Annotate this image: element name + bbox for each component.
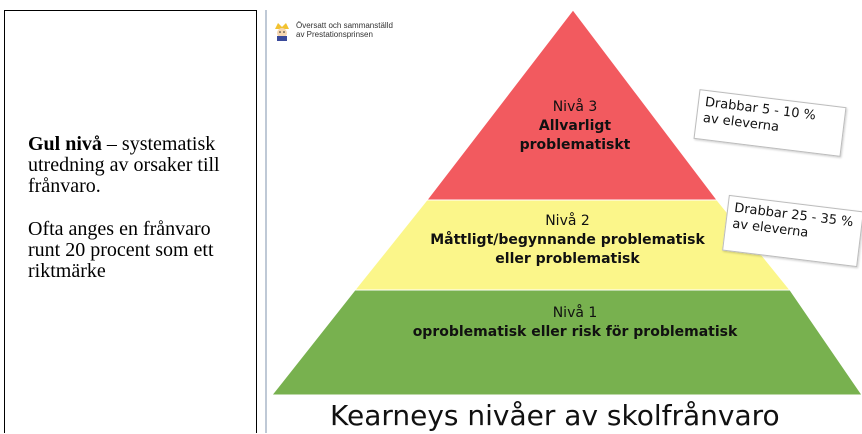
left-description: Gul nivå – systematisk utredning av orsa…: [28, 134, 243, 304]
level-2-line-2: eller problematisk: [495, 251, 640, 267]
left-text-cell: [4, 10, 257, 433]
credit-line-1: Översatt och sammanställd: [296, 21, 393, 30]
yellow-level-heading: Gul nivå: [28, 133, 102, 155]
credit-block: Översatt och sammanställd av Prestations…: [272, 21, 393, 41]
level-3-line-1: Allvarligt: [538, 118, 612, 134]
level-1-text: Nivå 1 oproblematisk eller risk för prob…: [380, 304, 770, 342]
level-1-line-1: oproblematisk eller risk för problematis…: [412, 324, 738, 340]
yellow-level-description: – systematisk utredning av orsaker till …: [28, 133, 220, 197]
prince-icon: [275, 23, 289, 41]
credit-line-2: av Prestationsprinsen: [296, 30, 373, 39]
level-2-text: Nivå 2 Måttligt/begynnande problematisk …: [395, 212, 740, 269]
level-1-name: Nivå 1: [552, 305, 598, 321]
level-3-text: Nivå 3 Allvarligt problematiskt: [480, 98, 670, 155]
absence-guideline-text: Ofta anges en frånvaro runt 20 procent s…: [28, 218, 214, 282]
diagram-title: Kearneys nivåer av skolfrånvaro: [330, 399, 780, 432]
level-3-line-2: problematiskt: [519, 137, 631, 153]
level-2-line-1: Måttligt/begynnande problematisk: [430, 232, 705, 248]
level-3-name: Nivå 3: [552, 99, 598, 115]
level-2-name: Nivå 2: [545, 213, 590, 229]
level-1-tier: [270, 289, 862, 396]
